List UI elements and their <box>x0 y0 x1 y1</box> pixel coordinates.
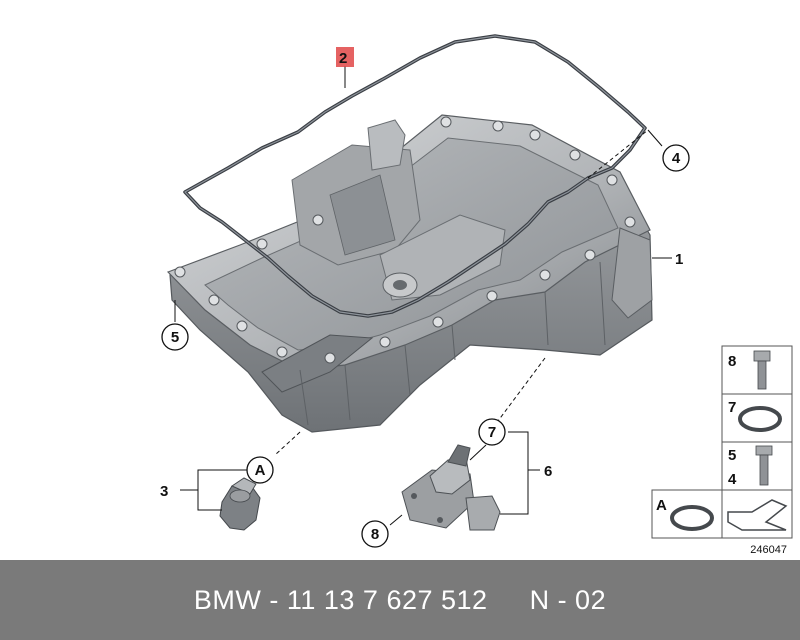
variant-code: N - 02 <box>529 584 607 615</box>
callout-8: 8 <box>361 520 389 548</box>
callout-1-label: 1 <box>675 251 683 268</box>
callout-7-label: 7 <box>488 424 496 441</box>
callout-7: 7 <box>478 418 506 446</box>
callout-3-label: 3 <box>160 483 168 500</box>
legend-screw-4-label: 4 <box>728 471 737 488</box>
bolt-icon <box>753 350 771 390</box>
oil-level-sensor <box>401 444 501 531</box>
callout-4-label: 4 <box>672 150 681 167</box>
part-number: BMW - 11 13 7 627 512 <box>193 584 488 615</box>
callout-6-label: 6 <box>544 463 552 480</box>
gasket-arrow-icon <box>727 499 788 531</box>
callout-8-label: 8 <box>371 526 379 543</box>
callout-6: 6 <box>544 463 552 480</box>
callout-3: 3 <box>160 483 168 500</box>
legend-seal-a-label: A <box>656 497 667 514</box>
parts-diagram: 1 2 3 4 5 6 7 8 A 8 <box>160 34 793 556</box>
legend-oring-7-label: 7 <box>728 399 736 416</box>
screw-icon <box>755 445 773 486</box>
oil-pan <box>166 114 653 433</box>
seal-ring-icon <box>670 505 714 531</box>
image-reference: 246047 <box>750 544 787 556</box>
legend-bolt-8-label: 8 <box>728 353 736 370</box>
o-ring-icon <box>738 406 782 432</box>
callout-5-label: 5 <box>171 329 179 346</box>
part-number-banner: BMW - 11 13 7 627 512 N - 02 <box>0 560 800 640</box>
callout-5: 5 <box>161 323 189 351</box>
parts-legend: 8 7 5 4 A 246047 <box>651 345 793 556</box>
callout-2: 2 <box>336 47 354 67</box>
callout-1: 1 <box>675 251 683 268</box>
callout-a: A <box>246 456 274 484</box>
legend-screw-5-label: 5 <box>728 447 736 464</box>
leader-lines <box>174 66 672 526</box>
drain-plug <box>219 477 261 531</box>
callout-4: 4 <box>662 144 690 172</box>
callout-2-label: 2 <box>339 50 347 67</box>
callout-a-label: A <box>255 462 266 479</box>
